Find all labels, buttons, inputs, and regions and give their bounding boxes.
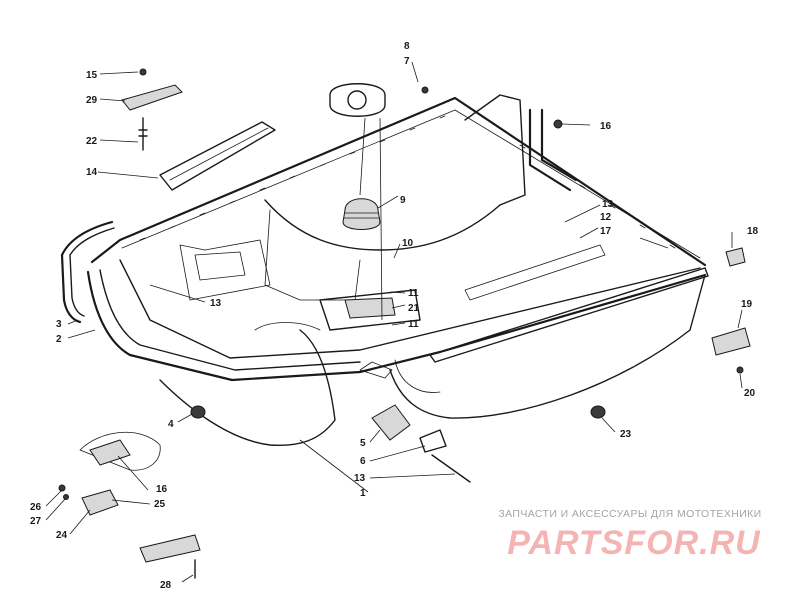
callout-22: 22 — [86, 136, 98, 147]
callout-26: 26 — [30, 502, 42, 513]
callout-11a: 11 — [408, 288, 419, 299]
callout-3: 3 — [56, 319, 62, 330]
callout-7: 7 — [404, 56, 410, 67]
callout-23: 23 — [620, 429, 632, 440]
callout-5: 5 — [360, 438, 366, 449]
callout-16b: 16 — [156, 484, 168, 495]
callout-12: 12 — [600, 212, 612, 223]
callout-13c: 13 — [354, 473, 366, 484]
callouts: 1 2 3 4 5 6 7 8 9 10 11 11 12 13 13 13 1… — [30, 41, 759, 591]
callout-20: 20 — [744, 388, 756, 399]
trim-strip — [159, 121, 276, 191]
callout-27: 27 — [30, 516, 42, 527]
callout-28: 28 — [160, 580, 172, 591]
callout-15: 15 — [86, 70, 98, 81]
callout-25: 25 — [154, 499, 166, 510]
callout-19: 19 — [741, 299, 753, 310]
callout-1: 1 — [360, 488, 366, 499]
callout-6: 6 — [360, 456, 366, 467]
callout-21: 21 — [408, 303, 420, 314]
leader-lines — [45, 61, 743, 583]
lower-hinge-parts — [58, 431, 201, 579]
callout-13a: 13 — [210, 298, 222, 309]
bumper-strip — [60, 220, 115, 324]
callout-14: 14 — [86, 167, 98, 178]
gauge-mount — [329, 83, 429, 117]
callout-8: 8 — [404, 41, 410, 52]
cable-boot — [371, 404, 471, 483]
exhaust-tube — [528, 108, 578, 192]
belly-pan — [86, 94, 709, 447]
callout-18: 18 — [747, 226, 759, 237]
grommets — [190, 405, 606, 419]
callout-10: 10 — [402, 238, 414, 249]
callout-16a: 16 — [600, 121, 612, 132]
right-hinge-parts — [711, 247, 751, 374]
callout-29: 29 — [86, 95, 98, 106]
watermark-caption: ЗАПЧАСТИ И АКСЕССУАРЫ ДЛЯ МОТОТЕХНИКИ — [498, 508, 762, 520]
watermark-logo: PARTSFOR.RU — [507, 524, 761, 562]
callout-13b: 13 — [602, 199, 614, 210]
boot — [342, 117, 383, 321]
callout-17: 17 — [600, 226, 612, 237]
callout-9: 9 — [400, 195, 406, 206]
callout-4: 4 — [168, 419, 174, 430]
callout-11b: 11 — [408, 319, 419, 330]
bracket-assembly — [121, 68, 183, 151]
callout-2: 2 — [56, 334, 62, 345]
callout-24: 24 — [56, 530, 68, 541]
